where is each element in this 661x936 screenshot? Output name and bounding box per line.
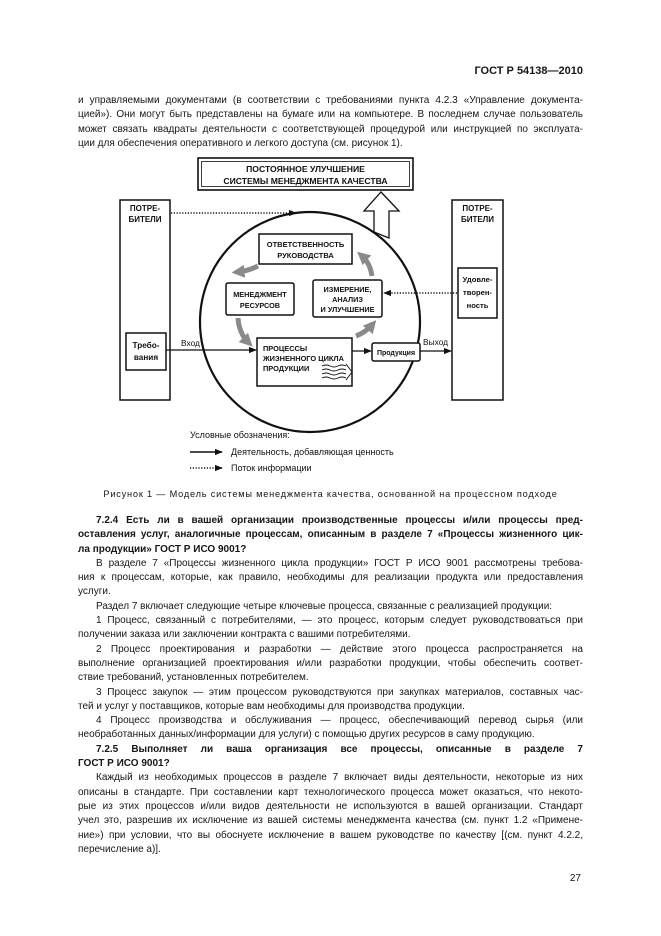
text-line: выполнение организацией проектирования и…	[78, 657, 583, 669]
satisfaction-line-1: Удовле-	[463, 275, 493, 284]
section-heading: 7.2.4 Есть ли в вашей организации произв…	[78, 514, 583, 557]
legend-value-added-label: Деятельность, добавляющая ценность	[231, 447, 394, 457]
text-line: необработанных данных/информации для усл…	[78, 729, 535, 741]
text-line: 4 Процесс производства и обслуживания — …	[96, 715, 583, 727]
cycle-arrow-to-measurement-icon	[355, 320, 377, 339]
continual-improvement-box: ПОСТОЯННОЕ УЛУЧШЕНИЕ СИСТЕМЫ МЕНЕДЖМЕНТА…	[197, 157, 414, 191]
input-label: Вход	[181, 338, 200, 348]
paragraph: Каждый из необходимых процессов в раздел…	[78, 771, 583, 857]
text-line: получении заказа или заключении контракт…	[78, 629, 411, 641]
text-line: может связать квадраты деятельности с со…	[78, 123, 583, 135]
product-frame	[371, 342, 421, 362]
management-responsibility-frame	[258, 233, 353, 265]
text-line: перечисление а)].	[78, 843, 161, 855]
measurement-line-3: И УЛУЧШЕНИЕ	[321, 305, 375, 314]
product-realization-line-1: ПРОЦЕССЫ	[263, 344, 307, 353]
text-line: В разделе 7 «Процессы жизненного цикла п…	[96, 557, 583, 569]
cycle-arrow-to-resources-icon	[231, 263, 260, 278]
requirements-box	[125, 332, 167, 371]
cycle-arrow-to-management-icon	[357, 251, 375, 277]
paragraph: 4 Процесс производства и обслуживания — …	[78, 714, 583, 743]
figure-caption: Рисунок 1 — Модель системы менеджмента к…	[103, 489, 558, 499]
resource-management-line-2: РЕСУРСОВ	[240, 301, 280, 310]
product-realization-line-3: ПРОДУКЦИИ	[263, 364, 309, 373]
satisfaction-box	[457, 267, 498, 319]
continual-improvement-frame	[197, 157, 414, 191]
paragraph: 1 Процесс, связанный с потребителями, — …	[78, 614, 583, 643]
process-flow-icon	[321, 363, 353, 381]
text-line: оставления услуг, аналогичные процессам,…	[78, 529, 583, 541]
document-number-header: ГОСТ Р 54138—2010	[474, 65, 583, 77]
continual-improvement-line-1: ПОСТОЯННОЕ УЛУЧШЕНИЕ	[246, 164, 365, 174]
customers-left-line-1: ПОТРЕ-	[130, 204, 161, 213]
customers-left-box: ПОТРЕ- БИТЕЛИ Требо- вания	[119, 199, 171, 401]
management-responsibility-line-2: РУКОВОДСТВА	[277, 251, 334, 260]
text-line: 2 Процесс проектирования и разработки — …	[96, 643, 583, 655]
product-realization-box: ПРОЦЕССЫ ЖИЗНЕННОГО ЦИКЛА ПРОДУКЦИИ	[256, 337, 353, 387]
satisfaction-line-3: ность	[467, 301, 489, 310]
text-line: 7.2.4 Есть ли в вашей организации произв…	[96, 515, 583, 526]
text-line: тей и услуг у поставщиков, которые вам н…	[78, 700, 465, 712]
text-line: цией»). Они могут быть представлены на б…	[78, 109, 583, 121]
text-line: ние») при условии, что вы обоснуете искл…	[78, 829, 583, 841]
measurement-line-2: АНАЛИЗ	[332, 295, 363, 304]
requirements-line-1: Требо-	[133, 340, 160, 350]
text-line: описаны в стандарте. При составлении кар…	[78, 786, 583, 798]
text-line: Каждый из необходимых процессов в раздел…	[96, 772, 583, 784]
text-line: 1 Процесс, связанный с потребителями, — …	[96, 615, 583, 627]
qms-cycle-circle	[198, 210, 422, 434]
product-realization-line-2: ЖИЗНЕННОГО ЦИКЛА	[262, 354, 345, 363]
paragraph: Раздел 7 включает следующие четыре ключе…	[78, 600, 583, 614]
satisfaction-line-2: творен-	[463, 288, 492, 297]
text-line: ния к процессам, которые, как правило, н…	[78, 572, 583, 584]
body-text: 7.2.4 Есть ли в вашей организации произв…	[78, 514, 583, 857]
text-line: ла продукции» ГОСТ Р ИСО 9001?	[78, 543, 247, 555]
text-line: Раздел 7 включает следующие четыре ключе…	[96, 600, 553, 612]
text-line: рые из этих процессов и/или видов деятел…	[78, 800, 583, 812]
customers-left-line-2: БИТЕЛИ	[128, 215, 161, 224]
paragraph: В разделе 7 «Процессы жизненного цикла п…	[78, 557, 583, 600]
text-line: ствие требований, установленных потребит…	[78, 672, 309, 684]
paragraph: 2 Процесс проектирования и разработки — …	[78, 643, 583, 686]
measurement-line-1: ИЗМЕРЕНИЕ,	[324, 285, 372, 294]
measurement-analysis-frame	[312, 279, 383, 318]
text-line: учел это, разрешив их исключение из ваше…	[78, 815, 583, 827]
improvement-up-arrow-icon	[362, 191, 401, 239]
measurement-analysis-box: ИЗМЕРЕНИЕ, АНАЛИЗ И УЛУЧШЕНИЕ	[312, 279, 383, 318]
requirements-line-2: вания	[134, 353, 158, 362]
process-model-diagram: ПОСТОЯННОЕ УЛУЧШЕНИЕ СИСТЕМЫ МЕНЕДЖМЕНТА…	[119, 157, 504, 473]
customers-right-box: ПОТРЕ- БИТЕЛИ Удовле- творен- ность	[451, 199, 504, 401]
paragraph: и управляемыми документами (в соответств…	[78, 94, 583, 151]
management-responsibility-line-1: ОТВЕТСТВЕННОСТЬ	[267, 240, 345, 249]
intro-text: и управляемыми документами (в соответств…	[78, 94, 583, 151]
continual-improvement-line-2: СИСТЕМЫ МЕНЕДЖМЕНТА КАЧЕСТВА	[223, 176, 387, 186]
page-number: 27	[569, 873, 581, 884]
resource-management-frame	[225, 282, 295, 316]
text-line: 3 Процесс закупок — этим процессом руков…	[96, 686, 583, 698]
legend-info-flow-label: Поток информации	[231, 463, 312, 473]
section-heading: 7.2.5 Выполняет ли ваша организация все …	[78, 743, 583, 772]
text-line: 7.2.5 Выполняет ли ваша организация все …	[96, 743, 583, 755]
text-line: ГОСТ Р ИСО 9001?	[78, 758, 170, 770]
continual-improvement-inner-frame	[201, 161, 410, 187]
legend: Условные обозначения: Деятельность, доба…	[190, 430, 394, 473]
product-label: Продукция	[377, 350, 415, 357]
product-box: Продукция	[371, 342, 421, 362]
cycle-arrow-to-processes-icon	[235, 317, 253, 347]
text-line: ции для обеспечения оперативного и легко…	[78, 137, 403, 149]
management-responsibility-box: ОТВЕТСТВЕННОСТЬ РУКОВОДСТВА	[258, 233, 353, 265]
text-line: и управляемыми документами (в соответств…	[78, 95, 583, 106]
customers-right-line-2: БИТЕЛИ	[461, 215, 494, 224]
resource-management-line-1: МЕНЕДЖМЕНТ	[233, 290, 287, 299]
legend-title: Условные обозначения:	[190, 430, 290, 440]
customers-right-line-1: ПОТРЕ-	[462, 204, 493, 213]
output-label: Выход	[423, 337, 448, 347]
resource-management-box: МЕНЕДЖМЕНТ РЕСУРСОВ	[225, 282, 295, 316]
text-line: услуги.	[78, 586, 111, 598]
product-realization-frame	[256, 337, 353, 387]
paragraph: 3 Процесс закупок — этим процессом руков…	[78, 686, 583, 715]
